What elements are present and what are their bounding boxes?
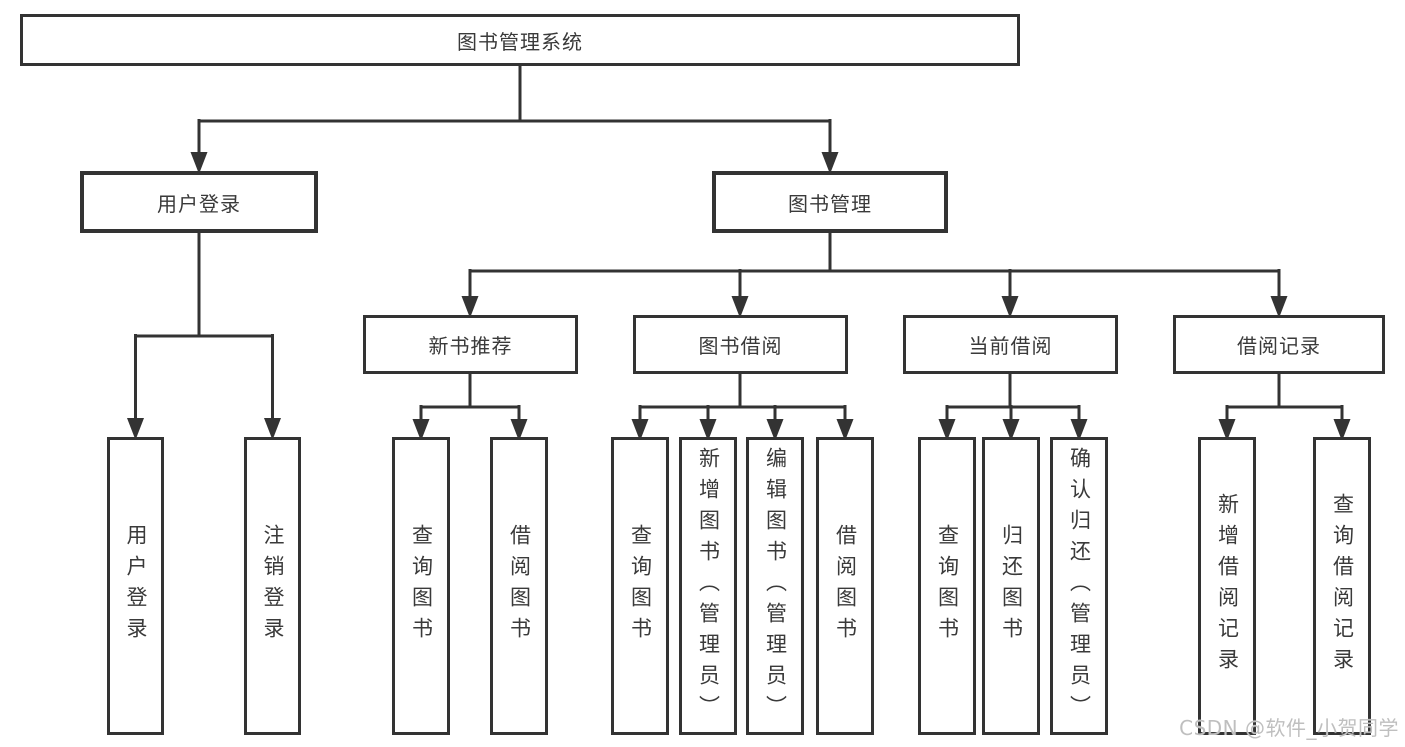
node-leaf-query-books-borrowing-label: 查询图书 [628,524,653,648]
node-leaf-user-login-label: 用户登录 [124,524,148,648]
node-book-borrowing-label: 图书借阅 [698,334,783,358]
node-root-library-system: 图书管理系统 [20,14,1020,66]
node-leaf-borrow-books-recommend-label: 借阅图书 [507,524,532,648]
node-leaf-confirm-return-admin-label: 确认归还（管理员） [1067,446,1092,726]
node-user-login: 用户登录 [80,171,318,233]
node-leaf-query-books-borrowing: 查询图书 [611,437,669,735]
node-leaf-edit-books-admin: 编辑图书（管理员） [746,437,804,735]
node-leaf-return-books: 归还图书 [982,437,1040,735]
node-leaf-add-borrow-record-label: 新增借阅记录 [1215,493,1240,679]
node-leaf-borrow-books: 借阅图书 [816,437,874,735]
node-leaf-borrow-books-label: 借阅图书 [833,524,858,648]
node-book-borrowing: 图书借阅 [633,315,848,374]
node-current-borrowing-label: 当前借阅 [968,334,1053,358]
node-leaf-add-books-admin: 新增图书（管理员） [679,437,737,735]
node-leaf-query-books-recommend-label: 查询图书 [409,524,434,648]
node-leaf-query-borrow-record-label: 查询借阅记录 [1330,493,1355,679]
node-leaf-query-borrow-record: 查询借阅记录 [1313,437,1371,735]
node-leaf-logout: 注销登录 [244,437,301,735]
node-book-management: 图书管理 [712,171,948,233]
node-leaf-edit-books-admin-label: 编辑图书（管理员） [763,446,788,726]
node-leaf-add-books-admin-label: 新增图书（管理员） [696,446,721,726]
node-leaf-logout-label: 注销登录 [261,524,285,648]
node-leaf-query-books-current: 查询图书 [918,437,976,735]
node-user-login-label: 用户登录 [157,191,241,216]
node-leaf-add-borrow-record: 新增借阅记录 [1198,437,1256,735]
node-borrowing-records-label: 借阅记录 [1237,334,1321,358]
node-leaf-user-login: 用户登录 [107,437,164,735]
node-leaf-query-books-current-label: 查询图书 [935,524,960,648]
node-leaf-query-books-recommend: 查询图书 [392,437,450,735]
node-current-borrowing: 当前借阅 [903,315,1118,374]
node-leaf-confirm-return-admin: 确认归还（管理员） [1050,437,1108,735]
node-root-label: 图书管理系统 [457,29,583,54]
arrowhead-icons [127,152,1351,441]
node-book-management-label: 图书管理 [788,191,872,216]
node-borrowing-records: 借阅记录 [1173,315,1385,374]
node-leaf-return-books-label: 归还图书 [999,524,1024,648]
node-new-book-recommend: 新书推荐 [363,315,578,374]
node-leaf-borrow-books-recommend: 借阅图书 [490,437,548,735]
csdn-watermark: CSDN @软件_小贺同学 [1179,716,1399,740]
node-new-book-recommend-label: 新书推荐 [428,334,513,358]
